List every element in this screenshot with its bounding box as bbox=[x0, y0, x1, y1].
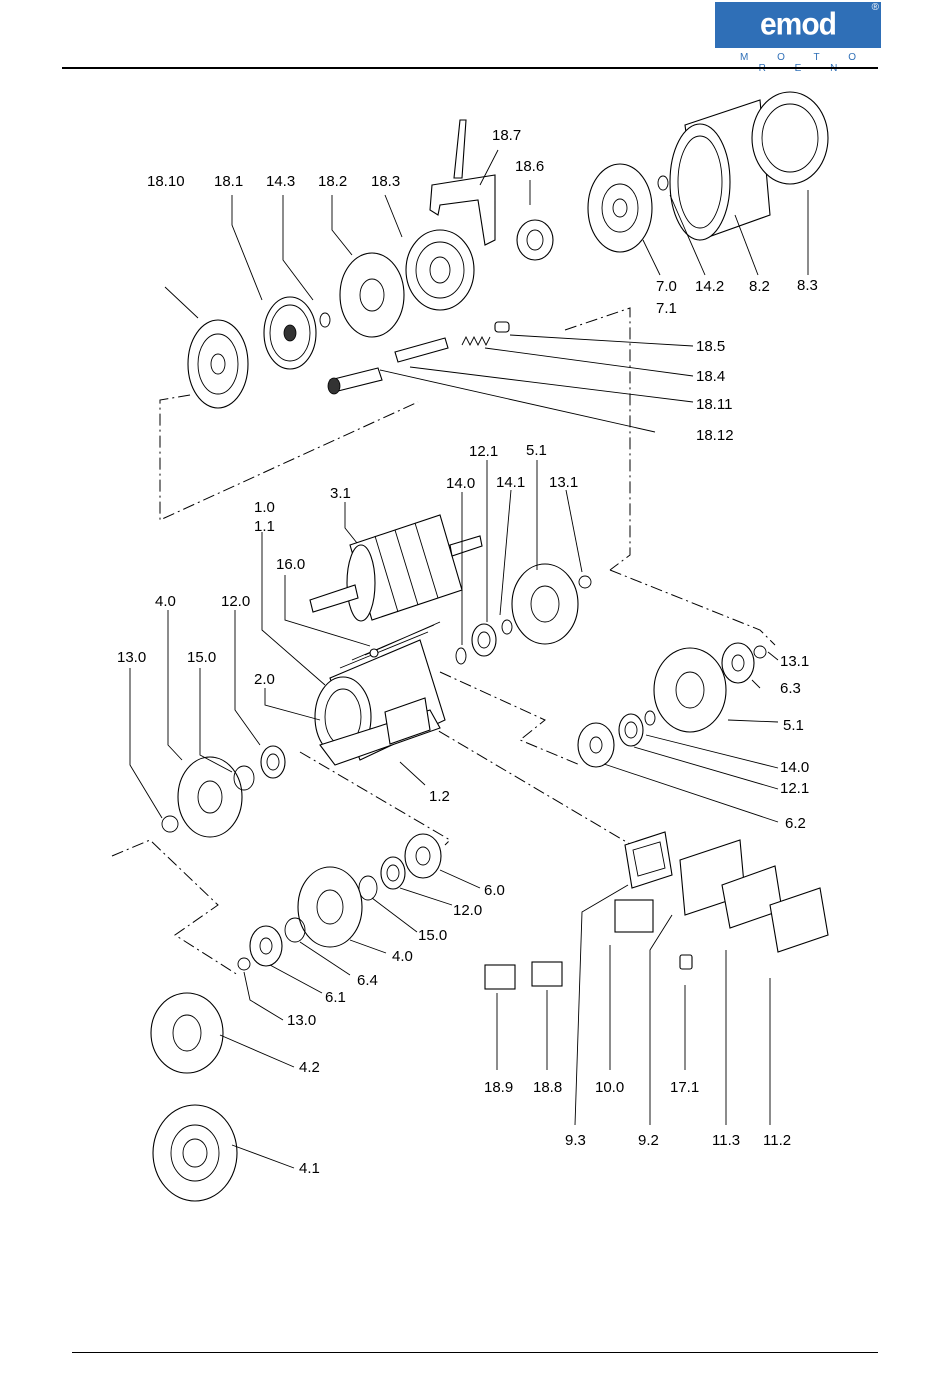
part-18-2-friction-plate bbox=[340, 253, 404, 337]
label-18-5: 18.5 bbox=[696, 338, 725, 355]
part-8-3-cowl-cap bbox=[752, 92, 828, 184]
part-14-2-circlip bbox=[658, 176, 668, 190]
label-11-2: 11.2 bbox=[763, 1132, 791, 1149]
part-18-1-brake-disc bbox=[264, 297, 316, 369]
label-4-1: 4.1 bbox=[299, 1160, 320, 1177]
label-6-4: 6.4 bbox=[357, 972, 378, 989]
label-18-9: 18.9 bbox=[484, 1079, 513, 1096]
label-6-3: 6.3 bbox=[780, 680, 801, 697]
label-8-3: 8.3 bbox=[797, 277, 818, 294]
part-4-2-b14-flange bbox=[151, 993, 223, 1073]
label-12-0-top: 12.0 bbox=[221, 593, 250, 610]
label-13-1-top: 13.1 bbox=[549, 474, 578, 491]
label-18-11: 18.11 bbox=[696, 396, 732, 413]
label-1-1: 1.1 bbox=[254, 518, 275, 535]
label-14-2: 14.2 bbox=[695, 278, 724, 295]
part-6-2-bearing-cover-right bbox=[578, 711, 655, 767]
label-5-1-right: 5.1 bbox=[783, 717, 804, 734]
label-18-1: 18.1 bbox=[214, 173, 243, 190]
label-18-4: 18.4 bbox=[696, 368, 725, 385]
label-18-10: 18.10 bbox=[147, 173, 185, 190]
label-10-0: 10.0 bbox=[595, 1079, 624, 1096]
label-14-0-right: 14.0 bbox=[780, 759, 809, 776]
label-5-1-top: 5.1 bbox=[526, 442, 547, 459]
label-16-0: 16.0 bbox=[276, 556, 305, 573]
label-18-3: 18.3 bbox=[371, 173, 400, 190]
label-18-8: 18.8 bbox=[533, 1079, 562, 1096]
part-18-11-18-12-bolts bbox=[328, 338, 448, 394]
label-18-6: 18.6 bbox=[515, 158, 544, 175]
label-13-0-low: 13.0 bbox=[287, 1012, 316, 1029]
label-1-0: 1.0 bbox=[254, 499, 275, 516]
label-15-0-top: 15.0 bbox=[187, 649, 216, 666]
label-13-0-top: 13.0 bbox=[117, 649, 146, 666]
label-14-0-top: 14.0 bbox=[446, 475, 475, 492]
part-14-0-12-1-bearing-set-top bbox=[456, 620, 512, 664]
part-14-3-circlip bbox=[320, 313, 330, 327]
label-4-2: 4.2 bbox=[299, 1059, 320, 1076]
part-5-1-end-shield-top bbox=[512, 564, 591, 644]
part-18-7-release-lever bbox=[430, 120, 495, 245]
part-7-0-fan bbox=[588, 164, 652, 252]
part-5-1-end-shield-right bbox=[654, 643, 766, 732]
assembly-lines bbox=[112, 308, 775, 975]
label-18-12: 18.12 bbox=[696, 427, 734, 444]
label-7-1: 7.1 bbox=[656, 300, 677, 317]
part-4-1-b5-flange bbox=[153, 1105, 237, 1201]
label-18-7: 18.7 bbox=[492, 127, 521, 144]
part-4-0-flange-left bbox=[162, 746, 285, 837]
part-18-6-coupling bbox=[517, 220, 553, 260]
label-9-3: 9.3 bbox=[565, 1132, 586, 1149]
label-12-1-right: 12.1 bbox=[780, 780, 809, 797]
label-6-1: 6.1 bbox=[325, 989, 346, 1006]
label-12-0-low: 12.0 bbox=[453, 902, 482, 919]
label-18-2: 18.2 bbox=[318, 173, 347, 190]
part-18-5-18-4-pin-and-spring bbox=[462, 322, 509, 345]
label-4-0-low: 4.0 bbox=[392, 948, 413, 965]
label-14-3: 14.3 bbox=[266, 173, 295, 190]
label-14-1: 14.1 bbox=[496, 474, 525, 491]
label-6-2: 6.2 bbox=[785, 815, 806, 832]
label-6-0: 6.0 bbox=[484, 882, 505, 899]
label-4-0-top: 4.0 bbox=[155, 593, 176, 610]
label-11-3: 11.3 bbox=[712, 1132, 740, 1149]
part-3-1-rotor bbox=[310, 515, 482, 621]
part-18-3-brake-magnet bbox=[406, 230, 474, 310]
part-1-0-stator-housing bbox=[315, 622, 445, 765]
label-13-1-right: 13.1 bbox=[780, 653, 809, 670]
label-2-0: 2.0 bbox=[254, 671, 275, 688]
label-12-1-top: 12.1 bbox=[469, 443, 498, 460]
label-17-1: 17.1 bbox=[670, 1079, 699, 1096]
label-9-2: 9.2 bbox=[638, 1132, 659, 1149]
part-18-10-fan-cover-plate bbox=[188, 320, 248, 408]
part-terminal-box-parts bbox=[485, 832, 828, 989]
label-15-0-low: 15.0 bbox=[418, 927, 447, 944]
label-8-2: 8.2 bbox=[749, 278, 770, 295]
label-7-0: 7.0 bbox=[656, 278, 677, 295]
label-3-1: 3.1 bbox=[330, 485, 351, 502]
label-1-2: 1.2 bbox=[429, 788, 450, 805]
